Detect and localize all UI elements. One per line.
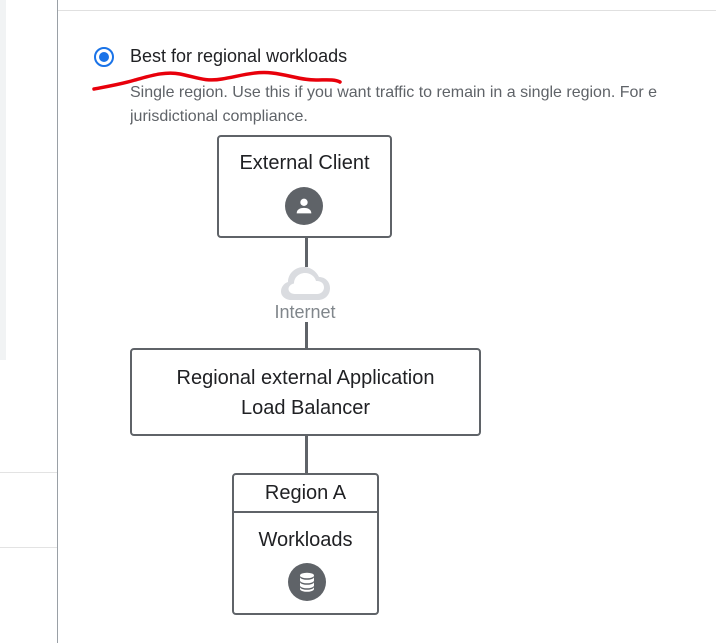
region-header: Region A [264,482,347,504]
connector-line [305,237,308,267]
description-line: jurisdictional compliance. [130,108,308,125]
radio-button[interactable] [94,46,114,67]
workloads-title: Workloads [258,529,353,551]
cloud-icon [281,267,330,300]
load-balancer-box: Regional external Application Load Balan… [130,348,481,436]
load-balancer-title-line: Load Balancer [241,397,370,419]
radio-selected-dot [99,51,109,62]
section-top-border [58,10,716,11]
person-icon [285,187,323,225]
content-border [57,0,58,643]
database-icon [288,563,326,601]
region-box: Region A Workloads [232,473,379,615]
regional-workloads-radio-option[interactable]: Best for regional workloads [94,46,347,67]
connector-line [305,322,308,349]
option-description: Single region. Use this if you want traf… [130,81,716,129]
connector-line [305,435,308,475]
internet-label: Internet [274,302,336,322]
region-divider [234,511,377,513]
gutter-shade [0,0,6,360]
gutter-divider [0,547,57,548]
external-client-box: External Client [217,135,392,238]
external-client-title: External Client [239,152,370,174]
description-line: Single region. Use this if you want traf… [130,84,658,101]
radio-label: Best for regional workloads [130,46,348,66]
load-balancer-title-line: Regional external Application [176,367,435,389]
gutter-divider [0,472,57,473]
left-gutter [0,0,57,643]
